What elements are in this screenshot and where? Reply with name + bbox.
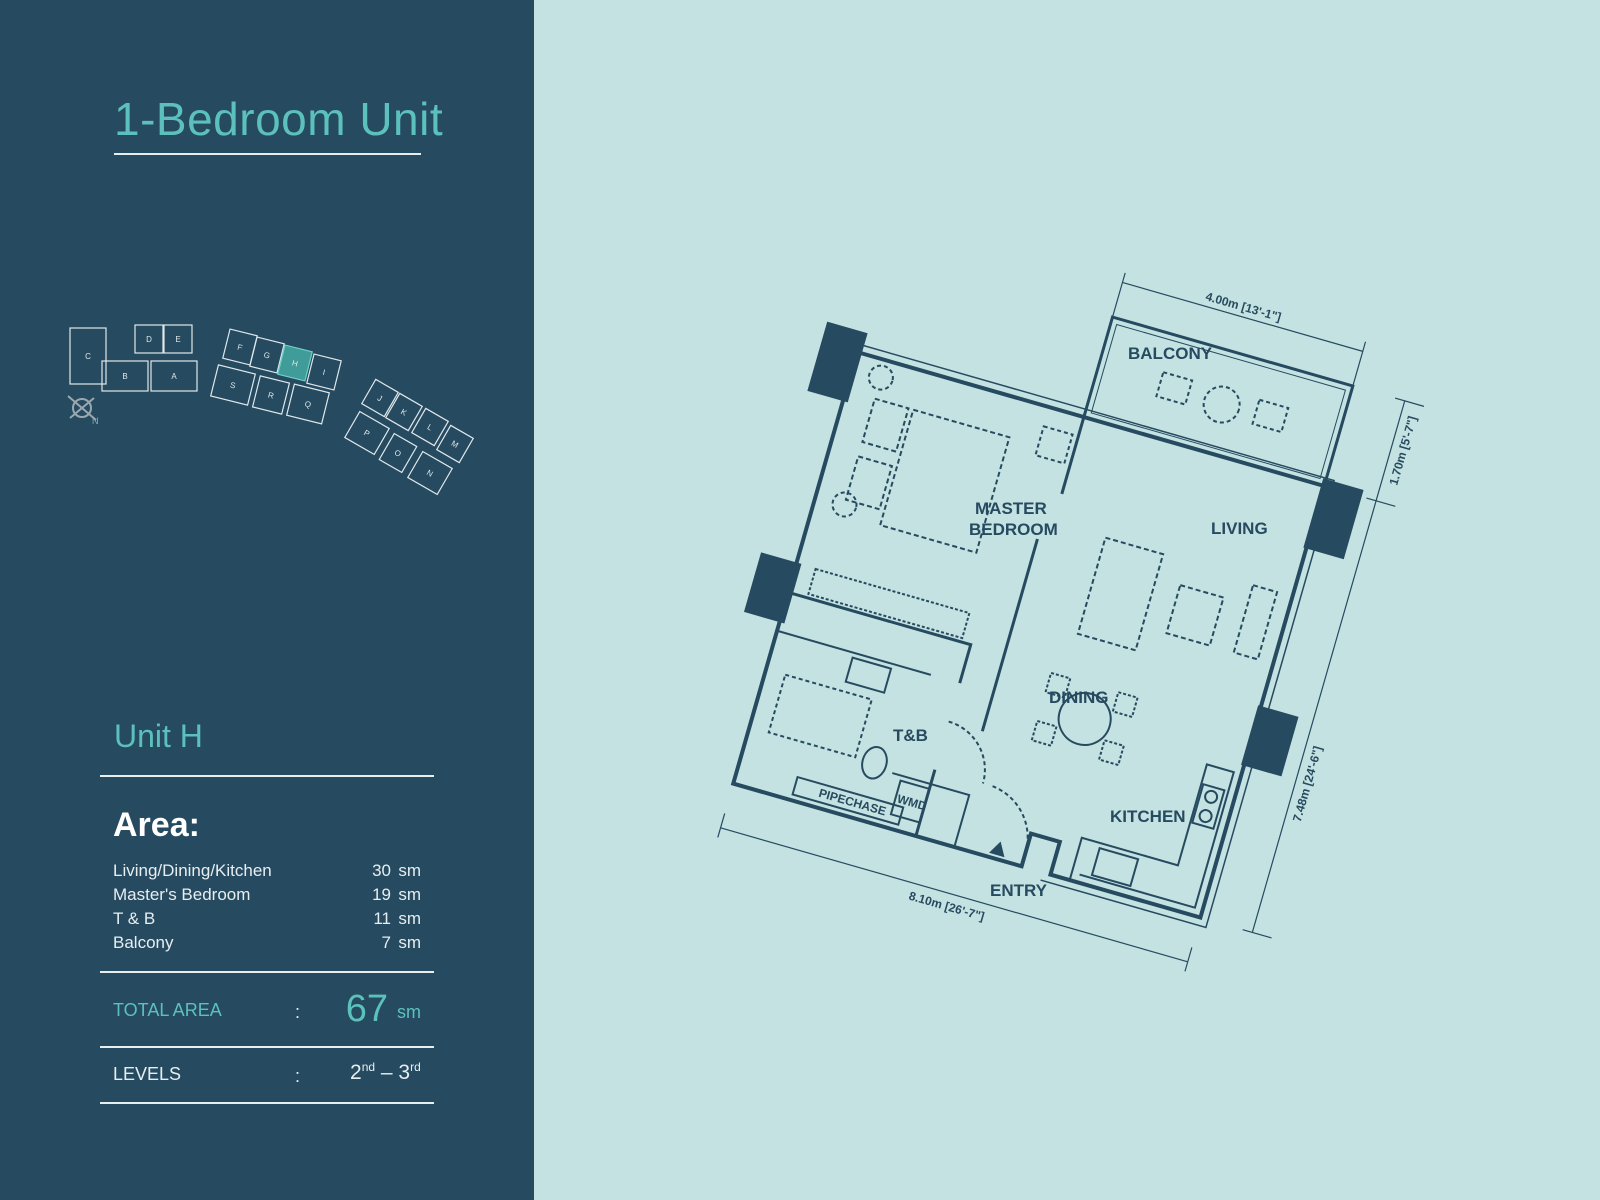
key-plan-unit-g: G (249, 336, 285, 374)
area-heading: Area: (113, 806, 200, 844)
key-plan-unit-q: Q (285, 383, 331, 425)
entry-arrow-icon (989, 841, 1005, 858)
area-row: T & B 11 sm (113, 909, 421, 933)
level-to-suffix: rd (410, 1060, 421, 1074)
key-plan-unit-o: O (378, 432, 418, 474)
key-plan-unit-d: D (134, 324, 164, 354)
key-plan-unit-label: B (122, 372, 127, 381)
key-plan-unit-label: E (175, 335, 180, 344)
column (807, 321, 868, 403)
key-plan-unit-label: D (146, 335, 152, 344)
area-row-label: Living/Dining/Kitchen (113, 861, 272, 880)
key-plan-unit-s: S (209, 364, 257, 406)
key-plan-unit-c: C (69, 327, 107, 385)
key-plan-unit-j: J (360, 378, 400, 418)
key-plan-unit-label: J (376, 394, 384, 404)
room-label-kitchen: KITCHEN (1110, 807, 1186, 826)
total-area-value: 67 (345, 988, 388, 1030)
key-plan-unit-label: F (236, 343, 243, 353)
column (743, 552, 802, 624)
balcony-outline (1082, 315, 1355, 488)
area-row-value: 11 (373, 909, 391, 928)
pipechase-label: PIPECHASE (817, 786, 888, 819)
key-plan-unit-label: S (229, 380, 236, 390)
key-plan-unit-l: L (410, 407, 450, 447)
wmd-label: WMD (896, 792, 929, 814)
key-plan-unit-label: I (322, 368, 326, 377)
total-area-unit: sm (397, 1002, 421, 1022)
room-label-balcony: BALCONY (1128, 344, 1213, 363)
key-plan-unit-k: K (384, 392, 424, 432)
room-label-dining: DINING (1049, 688, 1109, 707)
area-row-unit: sm (398, 909, 421, 928)
dimension-balcony-depth: 1.70m [5'-7"] (1386, 415, 1419, 487)
column (1303, 478, 1364, 560)
room-label-master: MASTER (975, 499, 1047, 518)
north-arrow-icon: N (67, 395, 99, 426)
column (1241, 705, 1299, 777)
colon: : (295, 1002, 301, 1022)
floor-plan: WMD PIPECHASE 4.00m [13'-1"] 1.70m [5'-7… (534, 0, 1600, 1200)
divider (100, 1102, 434, 1104)
key-plan-unit-label: M (450, 439, 461, 450)
level-from-suffix: nd (361, 1060, 376, 1074)
key-plan-unit-label: P (362, 428, 371, 438)
key-plan-unit-label: Q (304, 399, 312, 409)
key-plan-unit-n: N (406, 450, 454, 496)
colon: : (295, 1066, 301, 1086)
page-title: 1-Bedroom Unit (114, 93, 444, 145)
levels-value: 2nd – 3rd (350, 1060, 421, 1085)
room-label-bedroom: BEDROOM (969, 520, 1058, 539)
unit-name: Unit H (114, 718, 203, 754)
area-row-unit: sm (398, 885, 421, 904)
title-underline (114, 153, 421, 155)
dimension-balcony-width: 4.00m [13'-1"] (1204, 289, 1283, 324)
key-plan-unit-a: A (150, 360, 198, 392)
divider (100, 971, 434, 973)
level-from: 2 (350, 1061, 362, 1084)
key-plan-unit-p: P (343, 410, 391, 456)
area-row-label: Balcony (113, 933, 174, 952)
key-plan-unit-label: R (267, 390, 275, 400)
room-label-tb: T&B (893, 726, 928, 745)
key-plan-unit-label: K (399, 407, 409, 418)
key-plan-unit-label: N (425, 468, 435, 479)
levels-label: LEVELS (113, 1064, 182, 1084)
key-plan-unit-label: H (291, 358, 299, 368)
key-plan-unit-h: H (277, 344, 313, 382)
area-row-label: Master's Bedroom (113, 885, 251, 904)
key-plan-unit-i: I (306, 353, 342, 391)
area-row-value: 19 (372, 885, 391, 904)
key-plan-unit-label: O (393, 448, 403, 459)
key-plan-unit-e: E (163, 324, 193, 354)
area-row: Living/Dining/Kitchen 30 sm (113, 861, 421, 885)
area-row: Balcony 7 sm (113, 933, 421, 957)
area-row-unit: sm (398, 933, 421, 952)
key-plan-unit-label: G (263, 350, 271, 360)
dimension-width: 8.10m [26'-7"] (907, 889, 986, 924)
area-row-value: 30 (372, 861, 391, 880)
key-plan-unit-label: C (85, 352, 91, 361)
area-row: Master's Bedroom 19 sm (113, 885, 421, 909)
level-to: 3 (398, 1061, 411, 1084)
key-plan-unit-r: R (251, 375, 291, 415)
key-plan-unit-label: L (426, 422, 435, 432)
key-plan: C D E B A F G H I S R Q J K L M P O N N (67, 324, 475, 496)
room-label-entry: ENTRY (990, 881, 1048, 900)
key-plan-unit-label: A (171, 372, 177, 381)
area-row-label: T & B (113, 909, 156, 928)
area-row-value: 7 (381, 933, 391, 952)
key-plan-unit-m: M (435, 424, 475, 464)
room-label-living: LIVING (1211, 519, 1268, 538)
total-area-label: TOTAL AREA (113, 1000, 222, 1020)
level-dash: – (375, 1061, 399, 1084)
divider (100, 775, 434, 777)
area-row-unit: sm (398, 861, 421, 880)
svg-text:N: N (92, 416, 99, 426)
key-plan-unit-b: B (101, 360, 149, 392)
dimension-lines (717, 272, 1425, 972)
divider (100, 1046, 434, 1048)
exterior-wall (730, 349, 1327, 921)
info-panel: 1-Bedroom Unit C D E B A F G H I S R Q J K L M P O N N Uni… (0, 0, 534, 1200)
